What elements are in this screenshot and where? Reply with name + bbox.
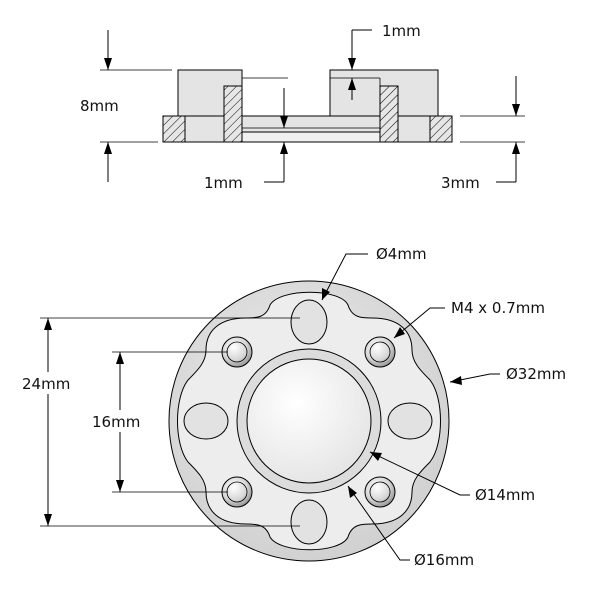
hatch-right-inner <box>379 85 399 143</box>
dim-16mm: 16mm <box>92 413 140 431</box>
clearance-slots <box>183 299 433 545</box>
hatch-left-inner <box>223 85 243 143</box>
center-bore <box>246 358 372 484</box>
front-view: Ø4mm M4 x 0.7mm Ø32mm Ø14mm Ø16mm 24mm 1 <box>20 245 566 569</box>
dim-outer-32mm: Ø32mm <box>506 365 566 383</box>
slot-left <box>183 402 229 440</box>
dim-bottom-1mm: 1mm <box>204 174 243 192</box>
slot-top <box>290 299 328 345</box>
hatch-left-outer <box>162 115 186 143</box>
dim-top-1mm: 1mm <box>382 22 421 40</box>
dim-hole-4mm: Ø4mm <box>376 245 427 263</box>
tapped-holes <box>221 336 396 508</box>
side-view: 8mm 1mm 1mm 3mm <box>80 22 525 192</box>
tap-hole-bottom-right <box>364 476 396 508</box>
dim-3mm: 3mm <box>441 174 480 192</box>
slot-bottom <box>290 499 328 545</box>
dim-24mm: 24mm <box>22 375 70 393</box>
inner-floor <box>241 131 381 143</box>
dim-tap-m4: M4 x 0.7mm <box>451 299 545 317</box>
slot-right <box>387 402 433 440</box>
tap-hole-top-right <box>364 336 396 368</box>
dim-8mm: 8mm <box>80 97 119 115</box>
hatch-right-outer <box>429 115 453 143</box>
dim-bore-14mm: Ø14mm <box>475 486 535 504</box>
dim-pilot-16mm: Ø16mm <box>414 551 474 569</box>
